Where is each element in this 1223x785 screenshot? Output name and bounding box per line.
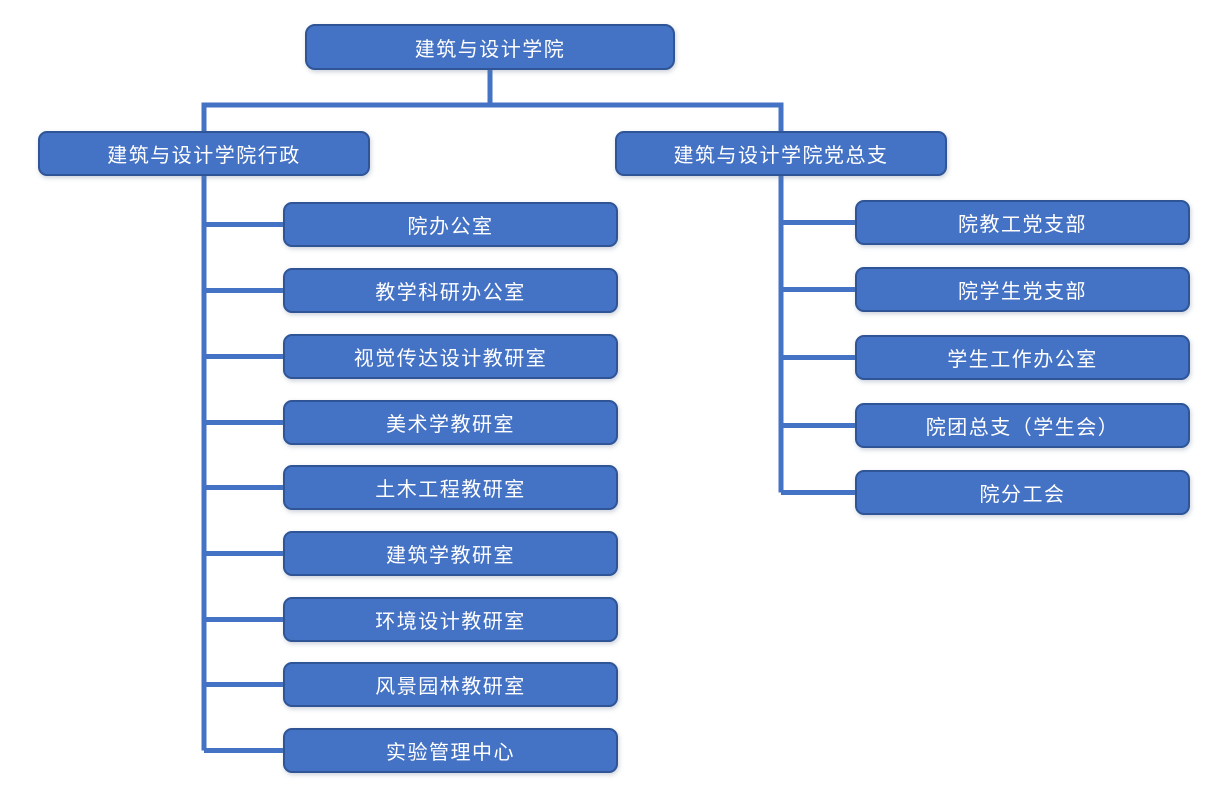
org-node-branch-party: 建筑与设计学院党总支 bbox=[615, 131, 947, 176]
connector-group bbox=[201, 70, 855, 753]
org-node: 风景园林教研室 bbox=[283, 662, 618, 707]
org-node: 院学生党支部 bbox=[855, 267, 1190, 312]
org-node: 院办公室 bbox=[283, 202, 618, 247]
org-node-branch-admin: 建筑与设计学院行政 bbox=[38, 131, 370, 176]
org-node: 学生工作办公室 bbox=[855, 335, 1190, 380]
org-node: 教学科研办公室 bbox=[283, 268, 618, 313]
org-node: 建筑学教研室 bbox=[283, 531, 618, 576]
org-node: 院团总支（学生会） bbox=[855, 403, 1190, 448]
org-node-root: 建筑与设计学院 bbox=[305, 24, 675, 70]
org-node: 院教工党支部 bbox=[855, 200, 1190, 245]
connector-rail bbox=[201, 102, 784, 131]
org-node: 环境设计教研室 bbox=[283, 597, 618, 642]
org-node: 视觉传达设计教研室 bbox=[283, 334, 618, 379]
org-node: 土木工程教研室 bbox=[283, 465, 618, 510]
org-node: 实验管理中心 bbox=[283, 728, 618, 773]
org-node: 院分工会 bbox=[855, 470, 1190, 515]
org-node: 美术学教研室 bbox=[283, 400, 618, 445]
